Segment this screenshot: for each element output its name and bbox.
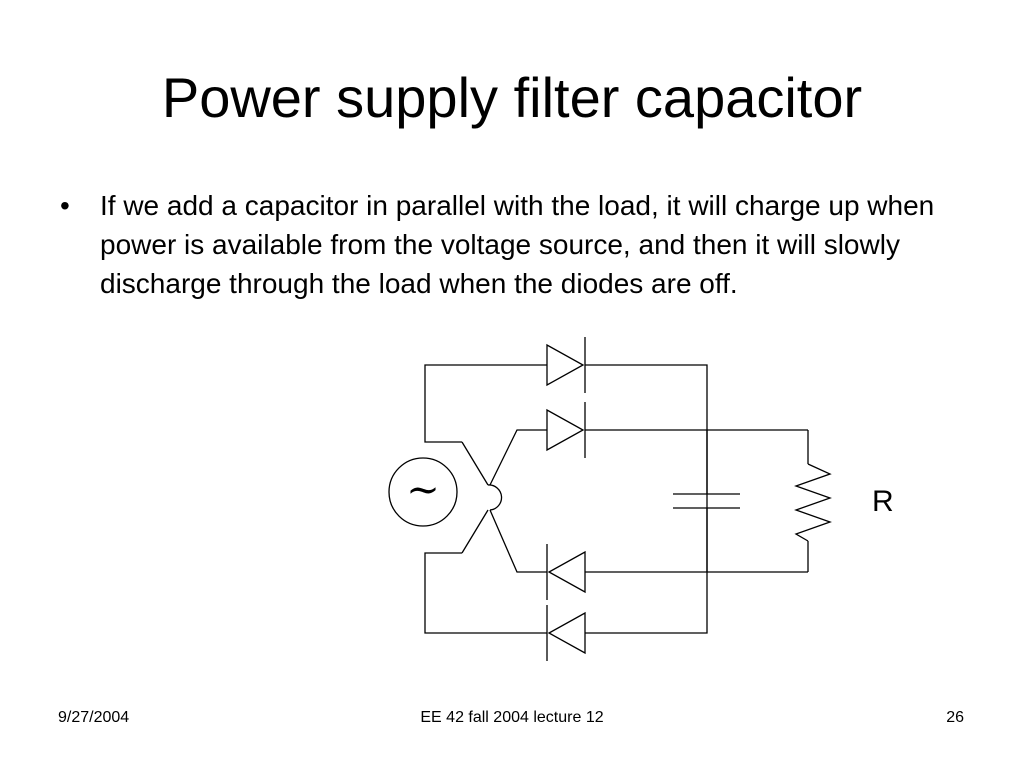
wire-crossover [487, 484, 503, 511]
resistor-label: R [872, 485, 894, 518]
filter-capacitor [673, 493, 740, 509]
load-resistor [794, 463, 832, 542]
ac-source-symbol: ~ [406, 467, 440, 513]
bullet-list: • If we add a capacitor in parallel with… [58, 186, 978, 303]
diode-d2 [546, 402, 586, 458]
circuit-wires [424, 364, 809, 634]
ac-source [388, 457, 458, 527]
bullet-item: • If we add a capacitor in parallel with… [58, 186, 978, 303]
diode-d3 [546, 544, 586, 600]
bullet-dot: • [60, 190, 70, 221]
bullet-text: If we add a capacitor in parallel with t… [100, 190, 935, 299]
diode-d4 [546, 605, 586, 661]
diode-d1 [546, 337, 586, 393]
footer-date: 9/27/2004 [58, 709, 130, 726]
footer-course: EE 42 fall 2004 lecture 12 [420, 709, 604, 726]
footer-page-number: 26 [946, 709, 964, 726]
slide-title: Power supply filter capacitor [161, 66, 863, 129]
